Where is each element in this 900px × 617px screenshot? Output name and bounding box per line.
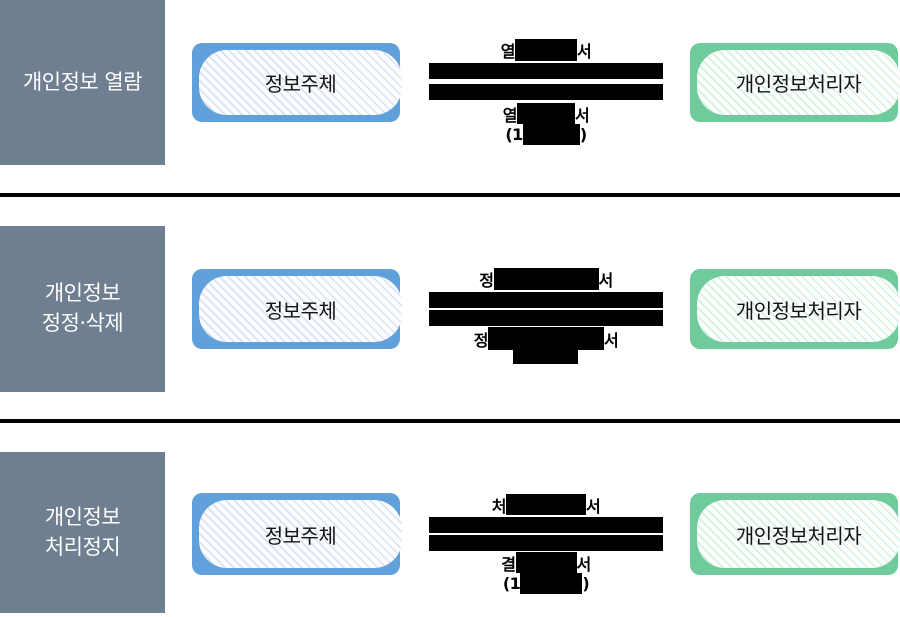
request-doc-text: 서 — [586, 496, 601, 516]
response-doc-text: 서 — [604, 330, 619, 350]
flow-bar-top-row1 — [429, 63, 663, 79]
redaction-bar — [517, 103, 575, 124]
response-doc-text: 결 — [501, 554, 516, 574]
subject-node-label: 정보주체 — [199, 276, 402, 342]
processor-node-label: 개인정보처리자 — [697, 500, 900, 568]
response-doc-text: 서 — [575, 105, 590, 125]
subject-node-label: 정보주체 — [199, 500, 402, 568]
processor-node-label: 개인정보처리자 — [697, 50, 900, 115]
category-line: 개인정보 열람 — [22, 69, 143, 94]
redaction-bar — [515, 39, 577, 61]
redaction-block-row2 — [513, 349, 578, 364]
response-doc-text: 열 — [502, 105, 518, 125]
category-line: 처리정지 — [44, 534, 121, 559]
redaction-bar — [493, 268, 599, 290]
subject-node-row3: 정보주체 — [192, 493, 402, 575]
category-label-row2: 개인정보 정정·삭제 — [0, 226, 165, 392]
category-line: 정정·삭제 — [41, 311, 124, 335]
subject-node-row1: 정보주체 — [192, 43, 402, 122]
category-label-row1: 개인정보 열람 — [0, 0, 165, 165]
response-doc-text: 서 — [576, 554, 592, 574]
redaction-bar — [515, 552, 577, 573]
request-doc-text: 서 — [598, 271, 614, 290]
flow-bar-bottom-row2 — [429, 310, 663, 326]
response-note-label-row3: (1) — [429, 573, 663, 594]
flow-bar-top-row3 — [429, 517, 663, 533]
redaction-bar — [520, 573, 583, 594]
redaction-bar — [488, 327, 604, 350]
request-doc-text: 처 — [491, 496, 507, 516]
response-note-text: ) — [582, 574, 590, 593]
request-doc-text: 열 — [500, 42, 516, 61]
category-line: 개인정보 — [44, 504, 121, 529]
subject-node-label: 정보주체 — [199, 50, 402, 115]
section-divider-2 — [0, 419, 900, 423]
category-line: 개인정보 — [44, 281, 121, 306]
processor-node-row2: 개인정보처리자 — [690, 269, 900, 349]
processor-node-row3: 개인정보처리자 — [690, 493, 900, 575]
flow-bar-top-row2 — [429, 292, 663, 308]
response-note-text: (1 — [505, 125, 523, 144]
request-doc-text: 서 — [577, 42, 592, 61]
response-doc-text: 정 — [473, 330, 489, 350]
response-note-text: ) — [579, 125, 587, 144]
request-doc-text: 정 — [479, 271, 494, 290]
processor-node-label: 개인정보처리자 — [697, 276, 900, 342]
response-note-text: (1 — [502, 574, 521, 593]
redaction-bar — [522, 124, 580, 145]
processor-node-row1: 개인정보처리자 — [690, 43, 900, 122]
redaction-bar — [506, 494, 586, 515]
category-label-row3: 개인정보 처리정지 — [0, 452, 165, 613]
flow-bar-bottom-row1 — [429, 84, 663, 100]
flow-bar-bottom-row3 — [429, 535, 663, 551]
response-note-label-row1: (1) — [429, 124, 663, 145]
subject-node-row2: 정보주체 — [192, 269, 402, 349]
section-divider-1 — [0, 193, 900, 197]
